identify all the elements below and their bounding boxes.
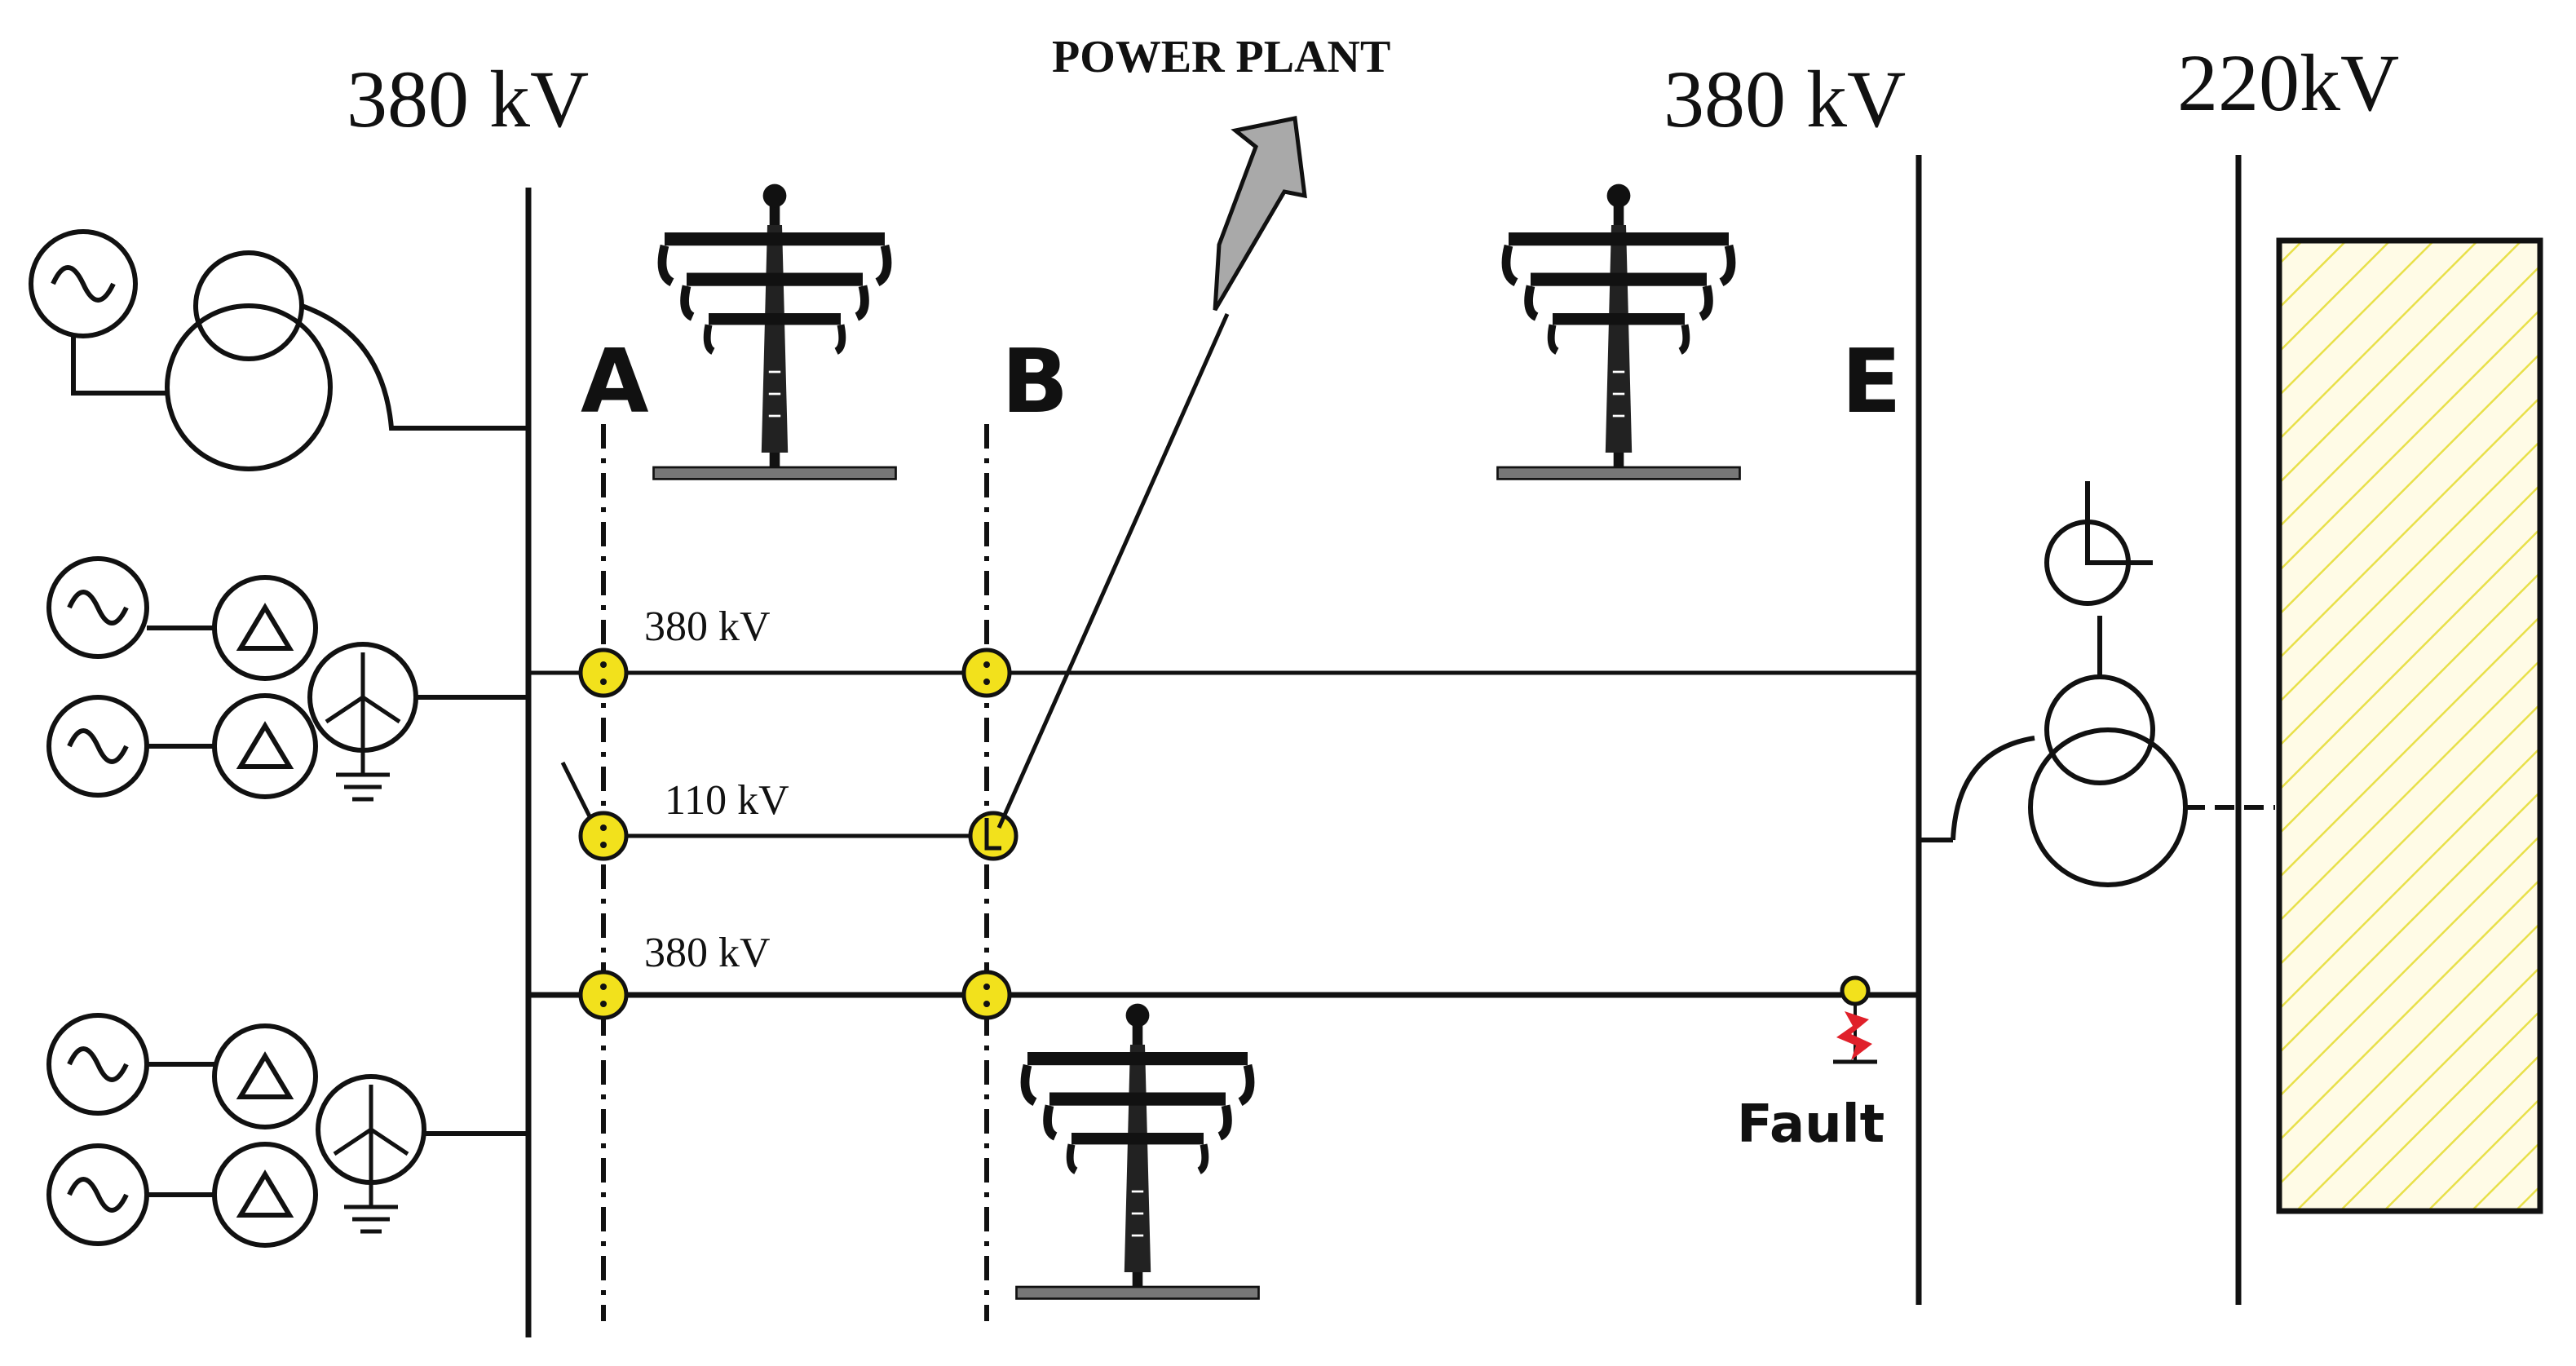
- section-label-b: B: [1001, 331, 1068, 433]
- section-label-e: E: [1841, 331, 1902, 433]
- power-plant-label: POWER PLANT: [1052, 32, 1390, 82]
- breaker-b-bottom: [961, 970, 1012, 1020]
- fault-symbol: [1833, 975, 1877, 1064]
- fault-label: Fault: [1737, 1094, 1885, 1155]
- generator-group-bottom: [46, 1013, 528, 1248]
- line-bottom-voltage-label: 380 kV: [644, 930, 771, 976]
- power-plant-arrow-icon: [1213, 116, 1307, 312]
- ground-icon: [344, 1183, 398, 1234]
- bus-right-voltage-label: 380 kV: [1664, 54, 1906, 144]
- section-label-a: A: [581, 331, 649, 433]
- transformer-delta-icon: [212, 693, 318, 799]
- bus-far-right-voltage-label: 220kV: [2177, 38, 2399, 128]
- ground-icon: [336, 750, 390, 802]
- breaker-a-middle-open: [560, 761, 629, 861]
- breaker-a-top: [578, 648, 629, 698]
- generator-group-middle: [46, 556, 528, 802]
- breaker-b-middle: [968, 811, 1018, 861]
- transformer-icon-top: [71, 250, 528, 471]
- lightning-icon: [1836, 1011, 1872, 1060]
- line-top-voltage-label: 380 kV: [644, 603, 771, 650]
- transformer-delta-icon: [212, 1142, 318, 1248]
- transformer-icon-right: [1919, 481, 2275, 887]
- transformer-delta-icon: [212, 575, 318, 681]
- breaker-b-top: [961, 648, 1012, 698]
- grid-network-box: [2276, 237, 2543, 1214]
- transformer-delta-icon: [212, 1023, 318, 1129]
- transmission-tower-icon-e: [1498, 184, 1740, 480]
- breaker-a-bottom: [578, 970, 629, 1020]
- bus-left-voltage-label: 380 kV: [347, 54, 589, 144]
- generator-icon-top: [29, 229, 138, 338]
- transmission-tower-icon-bottom: [1017, 1004, 1259, 1299]
- transmission-tower-icon-a: [654, 184, 896, 480]
- power-plant-line: [996, 312, 1230, 829]
- line-middle-voltage-label: 110 kV: [665, 777, 789, 824]
